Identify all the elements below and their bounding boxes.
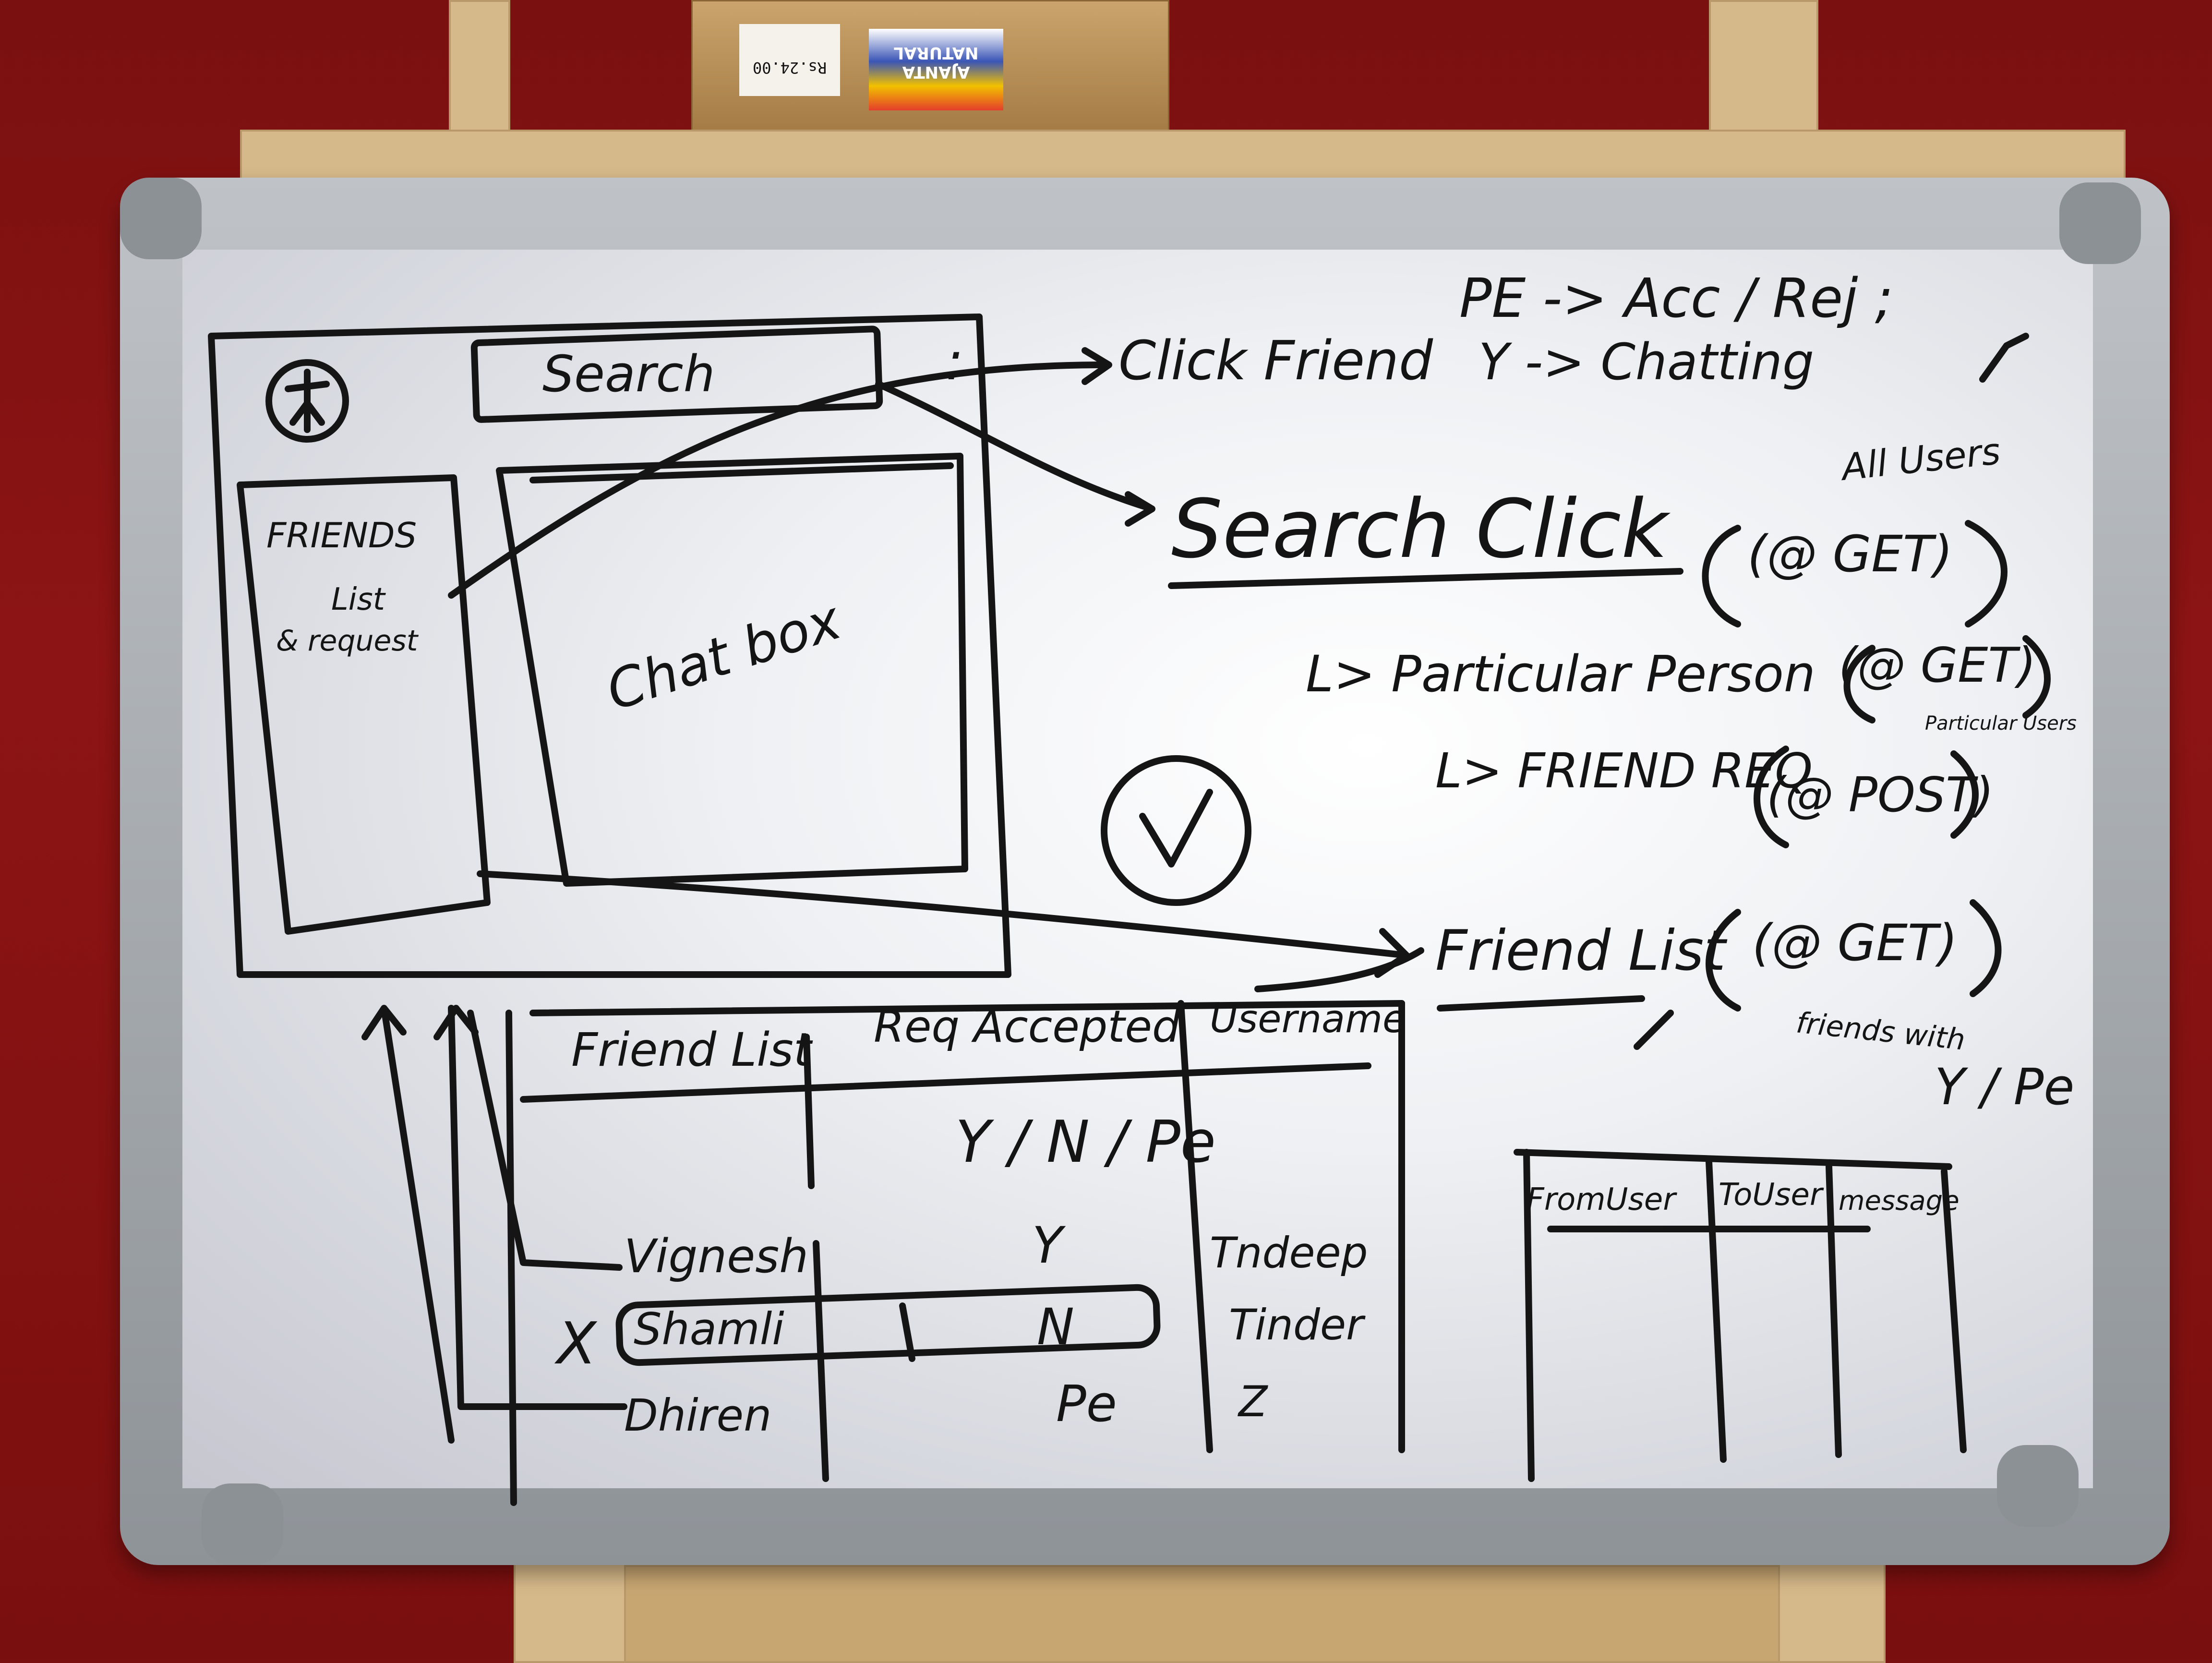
check-circle [1101, 755, 1251, 906]
note-pe-rule: PE -> Acc / Rej ; [1459, 267, 1893, 330]
table1-header-friend-list: Friend List [571, 1023, 813, 1077]
arrow-up-2 [433, 1005, 627, 1410]
note-search-click: Search Click [1171, 482, 1671, 576]
note-particular-users: Particular Users [1925, 712, 2077, 735]
avatar-circle [265, 359, 349, 443]
note-y-pe: Y / Pe [1935, 1058, 2074, 1116]
note-get-1: (@ GET) [1747, 525, 1953, 583]
chat-box-panel [496, 453, 968, 887]
friends-panel [237, 474, 491, 935]
friend-list-underline [1437, 995, 1645, 1012]
note-all-users: All Users [1838, 430, 2003, 489]
table2-header-fromuser: FromUser [1527, 1182, 1677, 1217]
note-get-2: (@ GET) [1839, 637, 2036, 693]
note-y-rule: Y -> Chatting [1479, 333, 1814, 391]
table1-row1-name: Vignesh [624, 1229, 808, 1283]
table1-row2-status: N [1037, 1298, 1074, 1356]
table2-left [1523, 1149, 1535, 1482]
note-friend-req: L> FRIEND REQ [1435, 743, 1813, 799]
friends-header: FRIENDS [266, 515, 417, 555]
search-box [470, 325, 883, 423]
table2-col-1 [1706, 1158, 1727, 1463]
search-label: Search [542, 345, 715, 403]
paren-get-1 [1702, 520, 2008, 627]
note-post: (@ POST) [1767, 767, 1994, 823]
check-mark [1139, 789, 1213, 868]
note-friend-list: Friend List [1435, 918, 1728, 983]
table1-row2-name: Shamli [634, 1303, 784, 1355]
table1-col-1 [803, 1034, 829, 1482]
frame-corner-tr [2059, 182, 2141, 264]
table1-left-border [505, 1010, 517, 1506]
whiteboard-surface [182, 250, 2093, 1488]
table1-value-hint: Y / N / Pe [955, 1109, 1216, 1176]
table1-row1-status: Y [1032, 1216, 1066, 1275]
paren-get-2 [1843, 635, 2051, 723]
arrow-table-to-friend-list [1254, 947, 1424, 992]
frame-corner-tl [120, 178, 202, 259]
table2-col-2 [1826, 1163, 1842, 1458]
easel-shelf [624, 1565, 1780, 1663]
paren-post [1754, 746, 1979, 848]
wireframe-outer-box [208, 313, 1011, 978]
arrow-to-click-friend [448, 347, 1112, 599]
table1-row3-name: Dhiren [624, 1390, 771, 1441]
table2-header-touser: ToUser [1719, 1177, 1824, 1213]
arrow-to-search-click [875, 381, 1155, 527]
table1-row1-user: Tndeep [1210, 1228, 1368, 1277]
arrow-up-3 [467, 1010, 623, 1271]
paren-get-3 [1706, 899, 2002, 1012]
arrow-to-friend-list [477, 870, 1410, 978]
table2-top [1514, 1149, 1952, 1170]
table1-row3-status: Pe [1056, 1374, 1117, 1433]
note-get-3: (@ GET) [1752, 914, 1958, 972]
table1-row2-user: Tinder [1229, 1300, 1366, 1350]
highlight-row-divider [899, 1302, 915, 1362]
highlight-row [615, 1284, 1161, 1366]
table1-row3-user: Z [1238, 1377, 1268, 1426]
note-particular-person: L> Particular Person [1306, 645, 1815, 703]
table1-header-line [520, 1062, 1371, 1103]
table2-header-message: message [1839, 1185, 1960, 1217]
table1-header-req-accepted: Req Accepted [874, 1001, 1180, 1052]
table1-crossed-mark: X [554, 1311, 598, 1377]
arrow-up-1 [361, 1005, 455, 1444]
table1-top [529, 1000, 1405, 1016]
check-friend-list [1634, 1010, 1674, 1050]
table1-header-username: Username [1210, 997, 1406, 1041]
friends-item-request: & request [276, 624, 419, 658]
menu-dots: : [946, 330, 963, 392]
friends-item-list: List [331, 582, 386, 617]
table1-col-2 [1178, 1000, 1213, 1453]
frame-corner-bl [202, 1483, 283, 1565]
check-top-right [1979, 333, 2029, 383]
note-click-friend: Click Friend [1118, 330, 1433, 392]
chat-box-inner [529, 462, 954, 483]
avatar-figure [285, 369, 330, 433]
chat-box-label: Chat box [599, 589, 849, 723]
note-friends-with: friends with [1794, 1006, 1967, 1057]
search-click-underline [1168, 568, 1683, 589]
table2-col-3 [1941, 1168, 1967, 1453]
frame-corner-br [1997, 1445, 2079, 1527]
